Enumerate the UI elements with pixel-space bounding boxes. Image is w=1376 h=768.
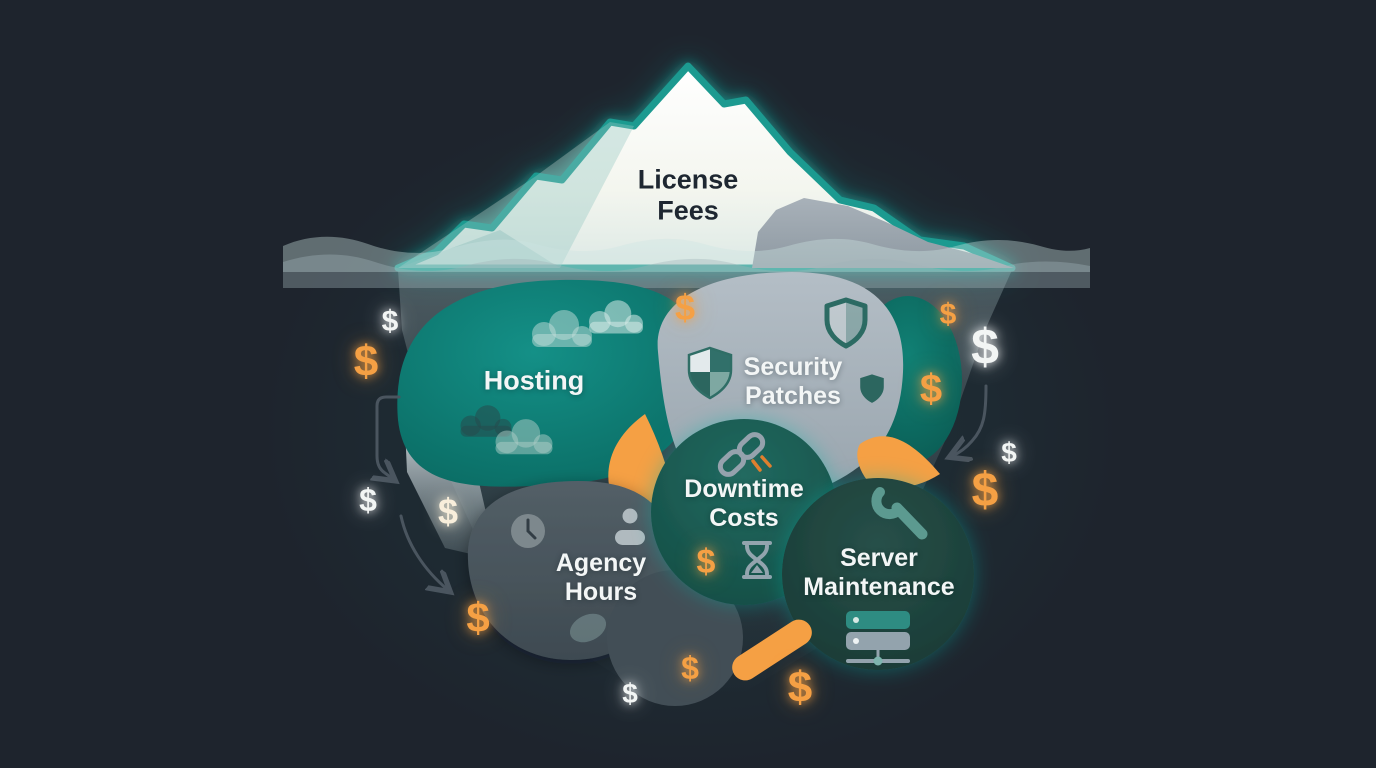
license-fees-label: License Fees — [638, 165, 739, 228]
server-maintenance-label: Server Maintenance — [803, 544, 954, 602]
security-patches-label: Security Patches — [744, 353, 843, 411]
dollar-sign-icon: $ — [939, 298, 957, 331]
hourglass-icon — [742, 541, 772, 579]
agency-hours-line2: Hours — [564, 578, 638, 606]
cloud-icon — [460, 405, 512, 437]
wrench-icon — [871, 487, 928, 540]
arrow-icon — [399, 514, 448, 590]
dollar-sign-icon: $ — [787, 663, 813, 712]
dollar-sign-icon: $ — [466, 594, 490, 641]
license-fees-line2: Fees — [657, 196, 719, 226]
server-maintenance-circle — [782, 478, 974, 670]
iceberg-rock — [752, 198, 1014, 268]
shield-icon — [860, 374, 884, 403]
pebble-shape — [569, 613, 607, 643]
orange-swoosh-shape — [732, 619, 812, 681]
security-patches-line2: Patches — [745, 382, 841, 410]
arrow-icon — [377, 395, 401, 479]
license-fees-line1: License — [637, 164, 739, 195]
dollar-sign-icon: $ — [674, 287, 696, 328]
dollar-sign-icon: $ — [353, 337, 379, 386]
cloud-icon — [589, 300, 643, 334]
waterline-waves — [283, 236, 1090, 288]
downtime-costs-label: Downtime Costs — [684, 475, 803, 533]
dollar-sign-icon: $ — [359, 482, 377, 518]
dollar-sign-icon: $ — [971, 464, 999, 517]
agency-hours-label: Agency Hours — [556, 549, 646, 607]
dollar-sign-icon: $ — [381, 305, 399, 338]
flow-arrows — [377, 384, 988, 590]
downtime-costs-line1: Downtime — [684, 475, 804, 503]
security-patches-line1: Security — [743, 353, 843, 381]
shield-check-icon — [687, 346, 733, 400]
server-icon — [846, 611, 910, 666]
dollar-sign-icon: $ — [919, 367, 943, 411]
slate-blob-bottom — [607, 570, 743, 706]
dollar-sign-icon: $ — [1001, 437, 1017, 468]
cloud-icon — [532, 310, 592, 347]
clock-icon — [511, 514, 545, 548]
shield-icon — [824, 297, 868, 349]
hosting-label: Hosting — [483, 365, 585, 396]
server-maintenance-line1: Server — [840, 544, 918, 572]
dollar-sign-icon: $ — [622, 678, 638, 709]
cloud-icon — [495, 419, 553, 455]
dollar-sign-icon: $ — [437, 491, 459, 532]
dollar-sign-icon: $ — [971, 319, 999, 375]
broken-link-icon — [717, 432, 772, 477]
dollar-sign-icon: $ — [696, 543, 716, 581]
person-icon — [615, 508, 645, 545]
agency-hours-line1: Agency — [555, 549, 647, 577]
server-maintenance-line2: Maintenance — [803, 573, 955, 601]
dollar-sign-icon: $ — [681, 650, 699, 686]
downtime-costs-line2: Costs — [709, 504, 779, 532]
arrow-icon — [952, 384, 988, 456]
orange-accent-shape — [857, 436, 940, 489]
